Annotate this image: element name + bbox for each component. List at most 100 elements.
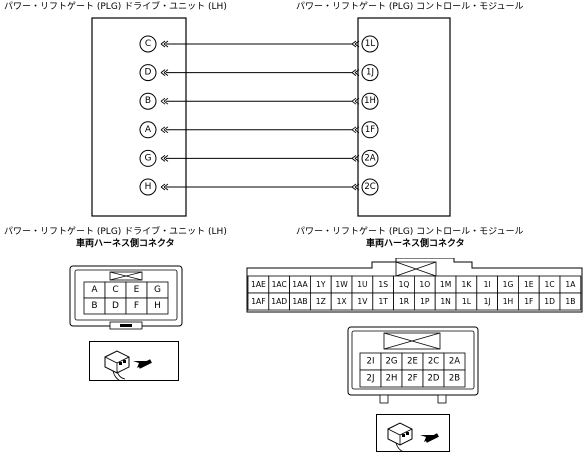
pin-label: 1W	[335, 280, 348, 289]
right-pin-circle	[361, 92, 379, 110]
pin-label: C	[112, 285, 118, 295]
right-unit-box	[357, 17, 451, 217]
pin-cell: 1M	[434, 275, 457, 294]
pin-cell: 1W	[330, 275, 353, 294]
right-terminal-marker	[351, 40, 360, 48]
left-unit-title: パワー・リフトゲート (PLG) ドライブ・ユニット (LH)	[4, 2, 227, 12]
right-plug-icon	[376, 414, 450, 452]
connector-inner	[74, 269, 178, 321]
pin-label: 1I	[484, 280, 491, 289]
left-pin-circle	[139, 121, 157, 139]
pin-label: 1M	[440, 280, 451, 289]
pin-cell: 1P	[413, 292, 436, 311]
pin-label: 1AC	[272, 280, 287, 289]
pin-cell: 1AB	[289, 292, 311, 311]
pin-label: 1U	[357, 280, 367, 289]
pin-label: D	[112, 301, 119, 311]
lock-tab	[109, 271, 143, 281]
wire: G 2A	[139, 149, 379, 167]
left-terminal-marker	[160, 97, 169, 105]
latch-slot	[120, 324, 132, 327]
pin-cell: 1AE	[247, 275, 270, 294]
pin-cell: 1K	[455, 275, 478, 294]
wire: D 1J	[139, 64, 379, 82]
left-pin-circle	[139, 64, 157, 82]
pin-label: 1F	[524, 297, 533, 306]
pin-label: 1T	[378, 297, 388, 306]
pin-label: 1R	[399, 297, 410, 306]
pin-label: 1AA	[292, 280, 308, 289]
pin-cell: 1X	[330, 292, 353, 311]
left-pin-circle	[139, 92, 157, 110]
right-terminal-marker	[351, 126, 360, 134]
left-terminal-marker	[160, 69, 169, 76]
left-pin-circle	[139, 35, 157, 53]
foot-right	[437, 394, 447, 404]
pin-cell: 1F	[517, 292, 540, 311]
left-pin-label: B	[145, 96, 151, 106]
right-connector-subtitle: 車両ハーネス側コネクタ	[366, 239, 465, 249]
right-pin-label: 1F	[365, 125, 375, 135]
pin-label: 2G	[386, 357, 398, 367]
left-pin-label: D	[145, 68, 152, 78]
pin-label: 1AF	[251, 297, 265, 306]
pin-label: 1Z	[316, 297, 326, 306]
pin-label: 1AB	[292, 297, 307, 306]
pin-cell: 1V	[351, 292, 374, 311]
pin-cell: 1H	[497, 292, 519, 311]
pin-cell: 2E	[401, 352, 424, 371]
right-connector-title: パワー・リフトゲート (PLG) コントロール・モジュール	[296, 227, 524, 237]
pin-cell: 1N	[434, 292, 457, 311]
left-terminal-marker	[160, 155, 169, 162]
pin-cell: 1AD	[268, 292, 290, 311]
right-pin-label: 1J	[366, 68, 374, 78]
pin-cell: 2F	[401, 369, 424, 388]
left-pin-label: C	[145, 39, 151, 49]
pin-label: 1Q	[399, 280, 410, 289]
pin-label: 2E	[407, 357, 418, 367]
right-pin-label: 2A	[364, 153, 375, 163]
pin-cell: B	[83, 297, 106, 315]
pin-cell: G	[146, 281, 169, 299]
lock-tab-2	[383, 332, 441, 350]
pin-label: 1P	[420, 297, 430, 306]
left-connector-title: パワー・リフトゲート (PLG) ドライブ・ユニット (LH)	[4, 227, 227, 237]
left-pin-circle	[139, 178, 157, 196]
pin-cell: 1AF	[247, 292, 270, 311]
pin-cell: 1A	[559, 275, 582, 294]
pin-cell: 1B	[559, 292, 582, 311]
pin-label: 1J	[484, 297, 491, 306]
right-pin-circle	[361, 64, 379, 82]
pin-cell: 1O	[413, 275, 436, 294]
pin-label: 1B	[565, 297, 575, 306]
pin-cell: 1T	[372, 292, 395, 311]
pin-label: E	[134, 285, 140, 295]
pin-cell: C	[104, 281, 127, 299]
pin-cell: D	[104, 297, 127, 315]
pin-label: F	[134, 301, 139, 311]
pin-label: 1A	[565, 280, 576, 289]
pin-cell: 2C	[422, 352, 445, 371]
right-terminal-marker	[351, 155, 360, 162]
pin-label: 2D	[428, 374, 440, 384]
pin-cell: 1S	[372, 275, 395, 294]
pin-cell: 1I	[476, 275, 499, 294]
pin-label: 2F	[407, 374, 417, 384]
pin-label: 1N	[440, 297, 451, 306]
left-pin-label: G	[145, 153, 152, 163]
right-pin-circle	[361, 149, 379, 167]
pin-label: B	[91, 301, 97, 311]
pin-cell: 2J	[359, 369, 382, 388]
left-terminal-marker	[160, 183, 169, 191]
left-terminal-marker	[160, 40, 169, 48]
